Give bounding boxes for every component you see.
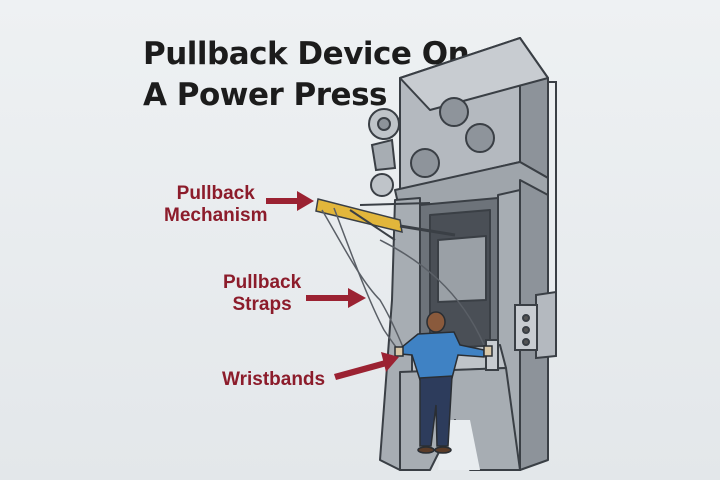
label-pullback-mechanism: Pullback Mechanism	[164, 183, 267, 227]
pullback-mechanism-arm	[315, 198, 456, 241]
flywheel	[368, 108, 400, 197]
label-mechanism-line-2: Mechanism	[164, 205, 268, 226]
side-controls	[485, 81, 557, 371]
title-line-2: A Power Press	[143, 77, 387, 113]
diagram-title: Pullback Device On A Power Press	[143, 34, 470, 116]
label-arrows	[266, 191, 399, 380]
press-head-circles	[410, 97, 495, 178]
label-straps-line-1: Pullback	[223, 272, 302, 293]
arrow-to-straps	[306, 288, 366, 308]
label-straps-line-2: Straps	[232, 294, 292, 315]
arrow-to-wristbands	[334, 352, 399, 380]
label-mechanism-line-1: Pullback	[176, 183, 255, 204]
label-pullback-straps: Pullback Straps	[223, 272, 301, 316]
operator-figure	[394, 311, 493, 454]
title-line-1: Pullback Device On	[143, 36, 470, 72]
label-wristbands: Wristbands	[222, 369, 326, 390]
arrow-to-mechanism	[266, 191, 314, 211]
